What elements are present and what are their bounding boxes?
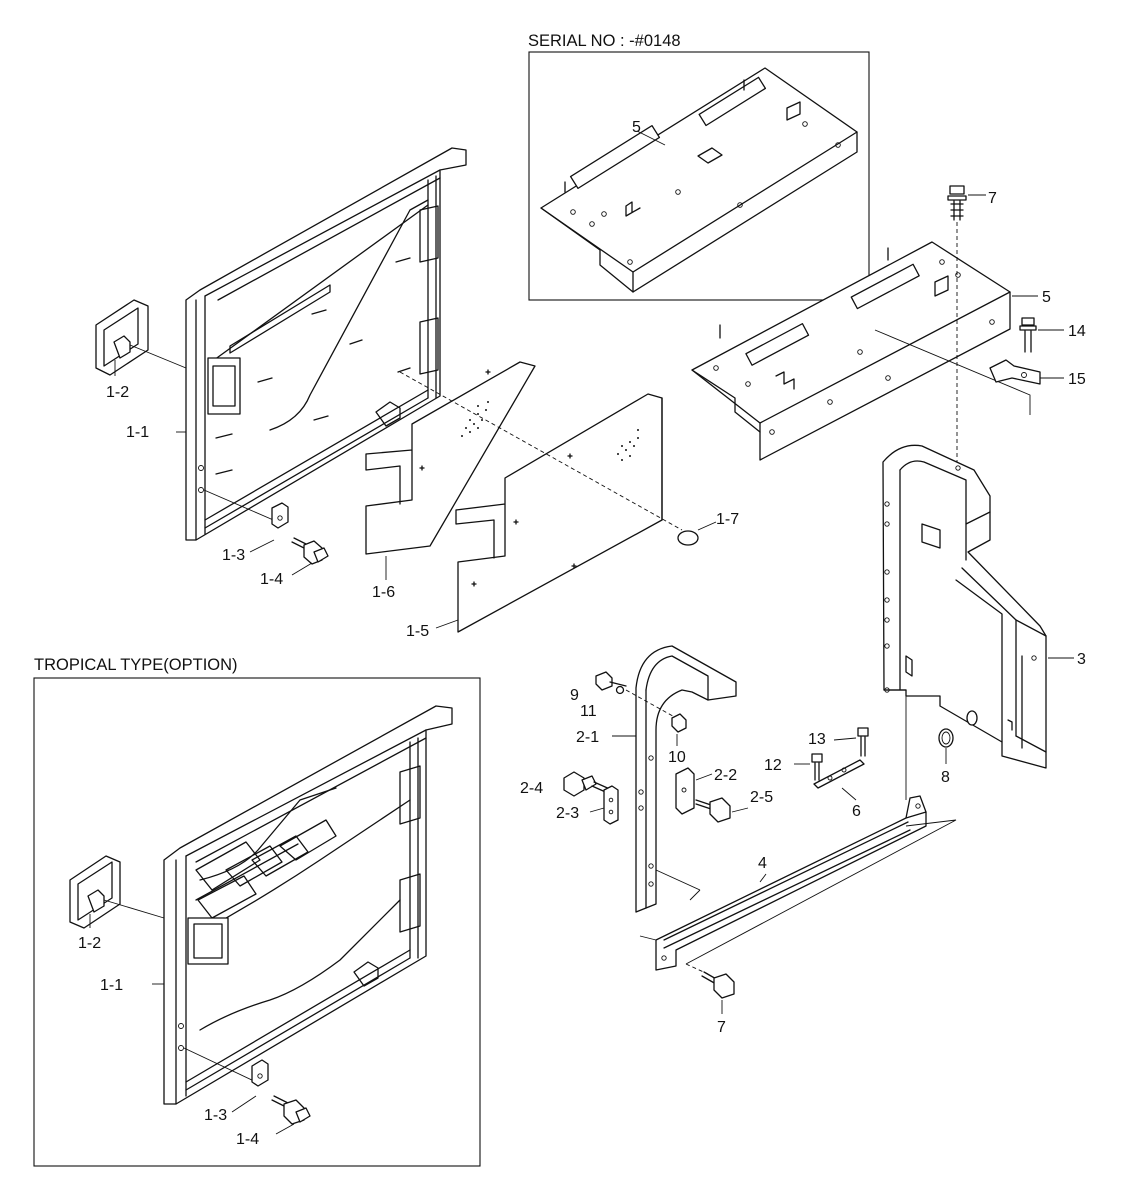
side-bracket-3 — [882, 444, 1047, 769]
callout-1-3: 1-3 — [222, 547, 245, 564]
bracket-15 — [989, 359, 1041, 385]
cross-member-4 — [655, 795, 927, 971]
callout-5-inset: 5 — [632, 119, 641, 136]
tropical-inset-frame — [33, 677, 481, 1167]
callout-7-bottom: 7 — [717, 1019, 726, 1036]
leader-5-inset — [636, 130, 666, 146]
bolt-7-bottom — [701, 971, 735, 999]
leader-15-plate — [874, 329, 1031, 415]
tropical-leader-1-3-line — [183, 1047, 257, 1083]
callout-11: 11 — [580, 703, 597, 720]
tropical-leader-1-2-line — [103, 899, 165, 919]
leader-1-3 — [249, 539, 275, 553]
inset-mounting-plate — [540, 67, 858, 293]
leader-13 — [833, 737, 857, 741]
plate-2-3 — [603, 785, 619, 825]
clip-2-2 — [675, 767, 695, 815]
tropical-leader-1-4 — [275, 1123, 295, 1135]
nut-10 — [671, 713, 687, 733]
callout-1-1: 1-1 — [126, 424, 149, 441]
bolt-2-5 — [695, 797, 731, 823]
callout-2-3: 2-3 — [556, 805, 579, 822]
leader-4 — [759, 873, 767, 883]
callout-15: 15 — [1068, 371, 1086, 388]
grommet-8 — [938, 728, 954, 748]
callout-1-5: 1-5 — [406, 623, 429, 640]
leader-1-3-line — [203, 489, 279, 523]
serial-inset-frame — [528, 51, 870, 301]
leader-1-7 — [697, 521, 717, 531]
panel-1-6 — [365, 361, 536, 555]
grommet-1-7 — [677, 530, 699, 546]
tropical-door-frame — [163, 705, 453, 1105]
washer-11 — [615, 685, 625, 695]
latch-handle-1-2 — [95, 299, 149, 376]
leader-2-2 — [695, 773, 713, 781]
callout-8: 8 — [941, 769, 950, 786]
dash-9 — [625, 689, 681, 721]
callout-14: 14 — [1068, 323, 1086, 340]
tropical-callout-1-3: 1-3 — [204, 1107, 227, 1124]
callout-2-4: 2-4 — [520, 780, 543, 797]
mounting-plate — [691, 241, 1011, 461]
tropical-leader-1-3 — [231, 1095, 257, 1113]
leader-1-5 — [435, 619, 459, 629]
dash-1-7 — [399, 371, 683, 531]
leader-2-3 — [589, 807, 605, 813]
bolt-9 — [595, 671, 627, 691]
callout-12: 12 — [764, 757, 782, 774]
callout-1-7: 1-7 — [716, 511, 739, 528]
callout-4: 4 — [758, 855, 767, 872]
callout-5: 5 — [1042, 289, 1051, 306]
leader-1-2-line — [129, 344, 187, 369]
tropical-callout-1-1: 1-1 — [100, 977, 123, 994]
tropical-latch-handle-1-2 — [69, 855, 121, 929]
leader-1-4 — [291, 562, 313, 576]
callout-1-6: 1-6 — [372, 584, 395, 601]
bolt-7-top — [947, 185, 967, 221]
tropical-callout-1-4: 1-4 — [236, 1131, 259, 1148]
callout-3: 3 — [1077, 651, 1086, 668]
bolt-2-4 — [563, 771, 613, 797]
rod-6 — [813, 759, 865, 789]
tropical-clip-1-3 — [251, 1059, 269, 1087]
serial-inset: SERIAL NO : -#0148 5 — [528, 32, 870, 301]
leader-2-5 — [731, 807, 749, 813]
stay-bracket-2-1 — [635, 645, 737, 913]
leader-4-base — [639, 819, 957, 965]
bolt-12 — [811, 753, 823, 781]
bolt-14 — [1019, 317, 1037, 353]
leader-6 — [841, 787, 857, 801]
callout-2-1: 2-1 — [576, 729, 599, 746]
clip-1-3 — [271, 502, 289, 529]
serial-number-header: SERIAL NO : -#0148 — [528, 32, 681, 50]
tropical-type-header: TROPICAL TYPE(OPTION) — [34, 656, 238, 674]
callout-6: 6 — [852, 803, 861, 820]
bolt-1-4 — [291, 537, 329, 565]
panel-1-5 — [455, 393, 663, 633]
bolt-13 — [857, 727, 869, 757]
callout-9: 9 — [570, 687, 579, 704]
callout-10: 10 — [668, 749, 686, 766]
callout-13: 13 — [808, 731, 826, 748]
callout-1-2: 1-2 — [106, 384, 129, 401]
door-frame — [185, 147, 467, 541]
callout-7-top: 7 — [988, 190, 997, 207]
tropical-inset: TROPICAL TYPE(OPTION) 1-1 — [33, 656, 481, 1167]
leader-2-1-base — [655, 869, 701, 901]
callout-2-5: 2-5 — [750, 789, 773, 806]
callout-2-2: 2-2 — [714, 767, 737, 784]
callout-1-4: 1-4 — [260, 571, 283, 588]
tropical-bolt-1-4 — [271, 1095, 311, 1125]
tropical-callout-1-2: 1-2 — [78, 935, 101, 952]
